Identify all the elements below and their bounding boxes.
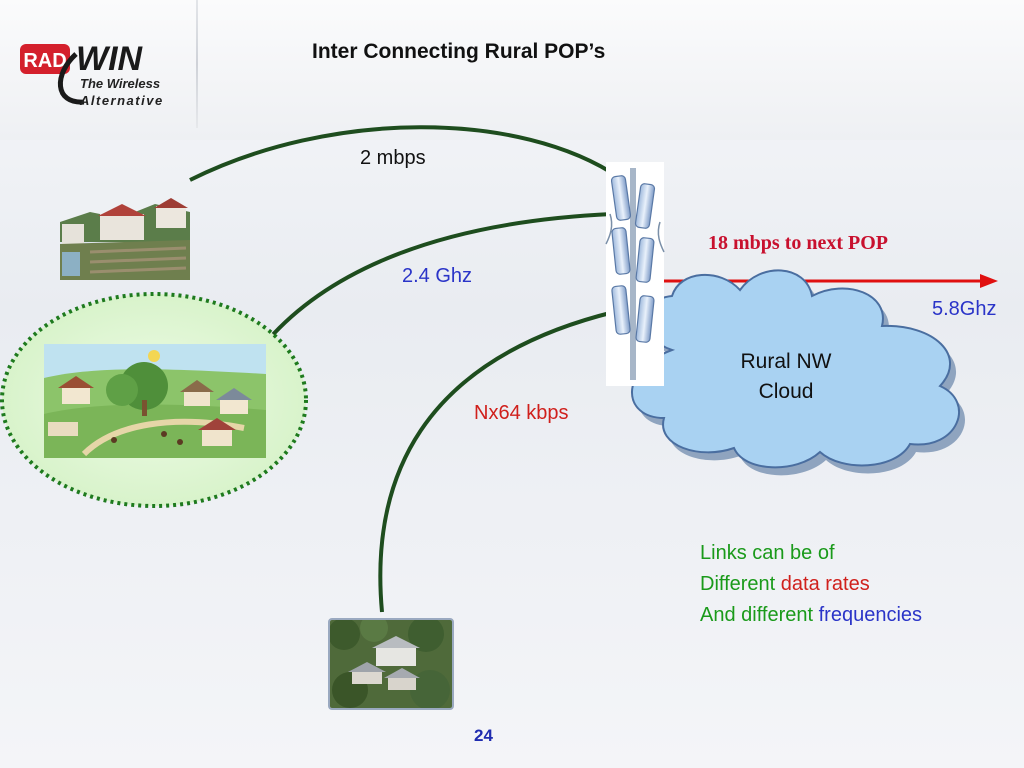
cloud-label: Rural NW Cloud — [706, 347, 866, 407]
label-2-4ghz: 2.4 Ghz — [402, 265, 473, 287]
rural-cloud — [631, 269, 966, 476]
logo-swoosh — [58, 52, 85, 105]
label-pop-rate: 18 mbps to next POP — [708, 232, 888, 254]
logo-rad-box — [20, 44, 70, 74]
header-separator — [196, 0, 198, 128]
links-note: Links can be of Different data rates And… — [700, 538, 922, 631]
note-line2: Different data rates — [700, 569, 922, 600]
illustration-cartoon-village — [44, 344, 266, 458]
antenna-tower-icon — [605, 162, 665, 386]
logo-win-text: WIN — [76, 40, 144, 78]
note-line3-highlight: frequencies — [818, 604, 923, 626]
logo-tagline-2: Alternative — [79, 93, 164, 108]
label-2mbps: 2 mbps — [360, 147, 426, 169]
logo-tagline-1: The Wireless — [80, 76, 160, 91]
link-curve-2mbps — [189, 125, 622, 182]
pop-arrow-head — [980, 274, 998, 288]
note-line2-prefix: Different — [700, 573, 781, 595]
photo-hill-village — [60, 182, 190, 280]
cloud-label-line1: Rural NW — [740, 350, 832, 373]
logo-rad-text: RAD — [23, 50, 66, 72]
page-number: 24 — [474, 726, 493, 745]
note-line3: And different frequencies — [700, 600, 922, 631]
slide-title: Inter Connecting Rural POP’s — [312, 40, 606, 63]
note-line2-highlight: data rates — [780, 573, 870, 595]
note-line3-prefix: And different — [700, 604, 819, 626]
label-nx64kbps: Nx64 kbps — [474, 402, 569, 424]
cloud-label-line2: Cloud — [758, 380, 814, 403]
note-line1: Links can be of — [700, 542, 835, 564]
photo-forest-village — [328, 618, 454, 710]
header-band — [0, 0, 1024, 140]
radwin-logo: RAD WIN The Wireless Alternative — [20, 40, 164, 108]
label-5-8ghz: 5.8Ghz — [932, 298, 997, 320]
link-curve-2-4ghz — [266, 212, 613, 342]
link-curve-nx64 — [378, 310, 615, 613]
